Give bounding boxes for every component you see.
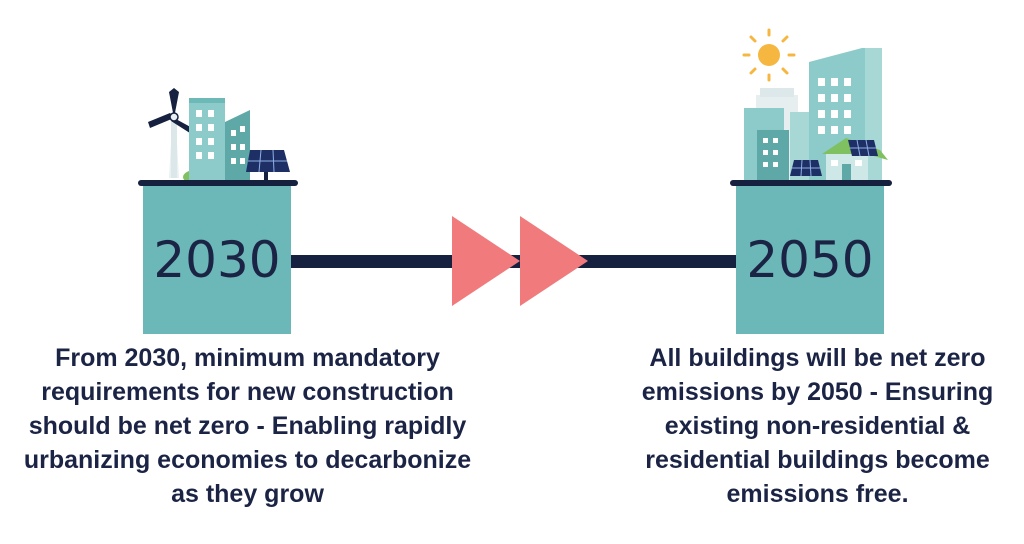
ground-line-left bbox=[138, 180, 298, 186]
double-arrow-icon bbox=[452, 216, 588, 306]
left-illustration bbox=[138, 88, 298, 186]
year-label-2030: 2030 bbox=[153, 231, 280, 289]
ground-line-right bbox=[730, 180, 892, 186]
year-block-2050 bbox=[736, 186, 884, 334]
house-icon bbox=[822, 138, 888, 180]
wind-turbine-icon bbox=[148, 88, 196, 178]
arrow-chevron-1 bbox=[452, 216, 520, 306]
milestone-description-2050: All buildings will be net zero emissions… bbox=[641, 344, 994, 508]
arrow-chevron-2 bbox=[520, 216, 588, 306]
solar-panel-icon bbox=[790, 139, 878, 177]
year-label-2050: 2050 bbox=[746, 231, 873, 289]
milestone-description-2030: From 2030, minimum mandatory requirement… bbox=[23, 344, 472, 508]
solar-panel-icon bbox=[246, 149, 290, 180]
building-icon bbox=[189, 98, 250, 180]
sun-icon bbox=[742, 28, 796, 82]
year-block-2030 bbox=[143, 186, 291, 334]
right-illustration bbox=[730, 28, 892, 186]
